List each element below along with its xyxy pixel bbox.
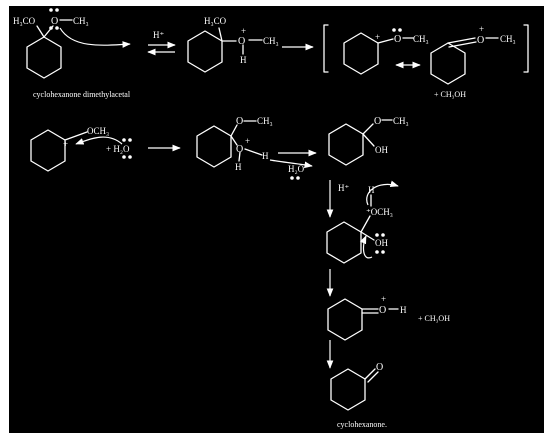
- protonated-methoxy-label: ⁺OCH₃: [366, 207, 393, 217]
- oxonium-charge: +: [245, 136, 250, 146]
- oxonium-hemiacetal-structure: O CH₃ O + H H: [196, 116, 273, 172]
- scheme-background: [9, 6, 544, 433]
- form-a-charge: +: [375, 32, 380, 42]
- protonated-acetal-oxygen-label: O: [238, 36, 245, 47]
- form-a-methyl-label: CH₃: [413, 34, 429, 44]
- form-a-oxygen-label: O: [394, 34, 401, 45]
- protonated-ketone-structure: O + H: [327, 294, 407, 341]
- hemiacetal-methyl-label: CH₃: [393, 116, 409, 126]
- resonance-bracket: [323, 24, 529, 73]
- form-b-charge: +: [479, 24, 484, 34]
- acetal-compound-name: cyclohexanone dimethylacetal: [33, 90, 131, 99]
- equilibrium-arrows-1: [147, 41, 176, 56]
- hemiacetal-ether-oxygen-label: O: [374, 116, 381, 127]
- form-b-oxygen-label: O: [477, 35, 484, 46]
- acetal-oxygen-label: O: [51, 16, 58, 27]
- protonated-hemiacetal-structure: H ⁺OCH₃ OH: [326, 185, 393, 264]
- acetal-structure: H₃CO O CH₃ cyclohexanone dimethylacetal: [13, 8, 131, 99]
- product-compound-name: cyclohexanone.: [337, 420, 387, 429]
- protonated-acetal-charge: +: [241, 26, 246, 36]
- hemiacetal-structure: O CH₃ OH: [328, 116, 409, 166]
- water-byproduct-label: H₂O: [288, 164, 305, 174]
- curved-arrow-protonation: [59, 27, 131, 48]
- hemiacetal-hydroxyl-label: OH: [375, 145, 388, 155]
- methanol-byproduct-2: + CH₃OH: [418, 314, 450, 323]
- acetal-methoxy-left-label: H₃CO: [13, 16, 36, 26]
- protonated-acetal-structure: H₃CO O + CH₃ H: [187, 16, 279, 73]
- oxocarbenium-form-a: + O CH₃: [343, 28, 429, 75]
- oxocarbenium-charge: +: [63, 139, 68, 149]
- oxonium-oxygen-label: O: [236, 144, 243, 155]
- curved-arrow-hydroxyl-push: [359, 235, 373, 259]
- protonated-acetal-hydrogen-label: H: [240, 55, 247, 65]
- oxocarbenium-methoxy-label: OCH₃: [87, 126, 109, 136]
- form-b-methyl-label: CH₃: [500, 34, 516, 44]
- oxonium-methyl-label: CH₃: [257, 116, 273, 126]
- curved-arrow-methanol-leaving: [366, 180, 399, 206]
- oxonium-hydrogen-label-a: H: [235, 162, 242, 172]
- protonated-ketone-charge: +: [381, 294, 386, 304]
- protonated-ketone-oxygen-label: O: [379, 305, 386, 316]
- cyclohexanone-structure: O: [330, 362, 383, 411]
- water-lone-pairs: [122, 138, 132, 159]
- water-reagent-label: + H₂O: [106, 144, 130, 154]
- oxonium-ether-oxygen-label: O: [236, 116, 243, 127]
- oxocarbenium-structure: + OCH₃: [30, 126, 109, 172]
- oxocarbenium-form-b: O + CH₃: [430, 24, 516, 85]
- curved-arrow-deprotonation: [269, 159, 313, 169]
- oxonium-hydrogen-label-b: H: [262, 151, 269, 161]
- cyclohexanone-oxygen-label: O: [376, 362, 383, 373]
- proton-catalyst-label-2: H⁺: [338, 183, 349, 193]
- water-byproduct-lone-pairs: [290, 176, 300, 180]
- methanol-byproduct-1: + CH₃OH: [434, 90, 466, 99]
- proton-catalyst-label-1: H⁺: [153, 30, 164, 40]
- protonated-hemiacetal-hydroxyl-label: OH: [375, 238, 388, 248]
- protonated-acetal-methyl-label: CH₃: [263, 36, 279, 46]
- curved-arrow-water-attack: [75, 136, 123, 145]
- protonated-ketone-hydrogen-label: H: [400, 305, 407, 315]
- protonated-acetal-methoxy-label: H₃CO: [204, 16, 227, 26]
- acetal-ring: [26, 36, 62, 79]
- acetal-methyl-label: CH₃: [73, 16, 89, 26]
